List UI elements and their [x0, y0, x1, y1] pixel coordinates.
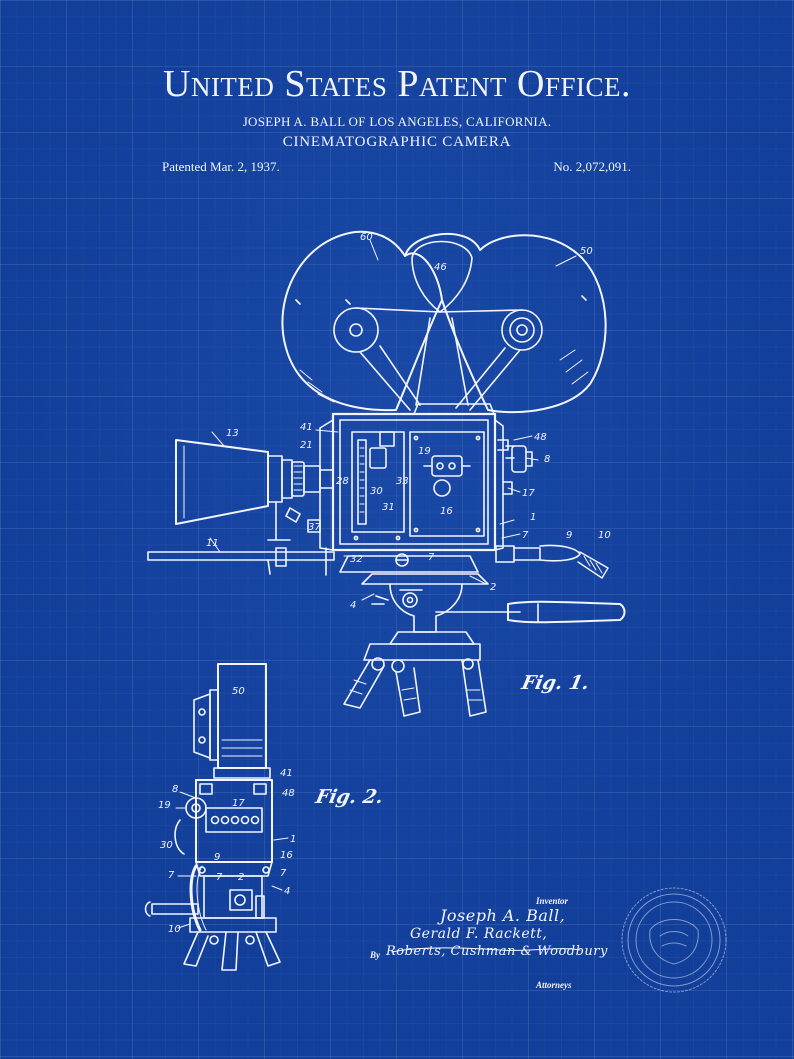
- fig2-ref: 30: [160, 840, 173, 851]
- fig1-ref: 33: [396, 476, 409, 487]
- fig1-ref: 11: [206, 538, 219, 549]
- fig1-ref: 1: [530, 512, 536, 523]
- patent-seal-icon: [621, 887, 727, 993]
- inventor-signature-1: Joseph A. Ball,: [440, 906, 566, 925]
- fig1-ref: 9: [566, 530, 572, 541]
- fig1-ref: 48: [534, 432, 547, 443]
- fig1-ref: 21: [300, 440, 313, 451]
- fig2-ref: 19: [158, 800, 171, 811]
- fig2-ref: 10: [168, 924, 181, 935]
- fig1-ref: 19: [418, 446, 431, 457]
- fig1-ref: 32: [350, 554, 363, 565]
- fig2-reference-numerals: 50 41 48 8 17 19 1 30 16 9 7 7 2 7 4 10: [158, 686, 296, 935]
- fig2-ref: 8: [172, 784, 178, 795]
- fig1-ref: 31: [382, 502, 395, 513]
- patent-number: No. 2,072,091.: [553, 159, 631, 174]
- fig1-label: Fig. 1.: [519, 672, 592, 694]
- fig2-ref: 16: [280, 850, 293, 861]
- fig1-ref: 28: [336, 476, 349, 487]
- fig1-ref: 16: [440, 506, 453, 517]
- fig1-ref: 60: [360, 232, 373, 243]
- patent-office-title: United States Patent Office.: [163, 63, 631, 105]
- fig2-ref: 41: [280, 768, 293, 779]
- inventor-signature-2: Gerald F. Rackett,: [410, 926, 548, 942]
- fig2-ref: 9: [214, 852, 220, 863]
- fig1-ref: 13: [226, 428, 239, 439]
- invention-title: CINEMATOGRAPHIC CAMERA: [282, 134, 512, 150]
- inventor-line: JOSEPH A. BALL OF LOS ANGELES, CALIFORNI…: [242, 114, 552, 129]
- film-magazine: [281, 230, 607, 415]
- fig2-ref: 7: [280, 868, 287, 879]
- fig2-ref: 17: [232, 798, 245, 809]
- fig1-ref: 2: [490, 582, 496, 593]
- fig2-camera-drawing: 50 41 48 8 17 19 1 30 16 9 7 7 2 7 4 10: [144, 663, 296, 971]
- fig2-ref: 50: [232, 686, 245, 697]
- fig2-tripod: [144, 864, 281, 971]
- fig2-ref: 4: [284, 886, 290, 897]
- fig2-leader-lines: [175, 791, 289, 929]
- attorney-signature: Roberts, Cushman & Woodbury: [386, 944, 608, 959]
- fig1-leader-lines: [209, 239, 577, 601]
- fig2-ref: 1: [290, 834, 296, 845]
- fig2-magazine: [193, 663, 271, 779]
- signature-flourish: [391, 947, 581, 953]
- fig1-ref: 30: [370, 486, 383, 497]
- fig1-reference-numerals: 60 46 50 13 41 21 48 8 19 28 30 33 31 16…: [206, 232, 611, 611]
- fig1-ref: 17: [522, 488, 535, 499]
- fig1-ref: 50: [580, 246, 593, 257]
- patent-date: Patented Mar. 2, 1937.: [162, 159, 280, 174]
- fig1-ref: 8: [544, 454, 550, 465]
- lens-assembly: [175, 439, 334, 541]
- fig2-ref: 48: [282, 788, 295, 799]
- camera-body: [319, 412, 533, 573]
- fig1-ref: 46: [434, 262, 447, 273]
- by-caption: By: [370, 950, 380, 960]
- fig2-body: [174, 779, 273, 877]
- fig1-ref: 7: [428, 552, 435, 563]
- fig1-camera-drawing: 60 46 50 13 41 21 48 8 19 28 30 33 31 16…: [147, 230, 626, 717]
- tripod-head: [361, 573, 626, 661]
- inventor-caption: Inventor: [536, 896, 569, 906]
- fig2-ref: 2: [238, 872, 244, 883]
- fig1-ref: 37: [308, 522, 321, 533]
- fig1-ref: 7: [522, 530, 529, 541]
- tripod-legs: [343, 657, 487, 717]
- fig2-ref: 7: [216, 872, 223, 883]
- attorneys-caption: Attorneys: [536, 980, 572, 990]
- fig2-ref: 7: [168, 870, 175, 881]
- fig1-ref: 10: [598, 530, 611, 541]
- fig1-ref: 41: [300, 422, 313, 433]
- support-rod: [147, 544, 609, 579]
- fig2-label: Fig. 2.: [313, 786, 386, 808]
- fig1-ref: 4: [350, 600, 356, 611]
